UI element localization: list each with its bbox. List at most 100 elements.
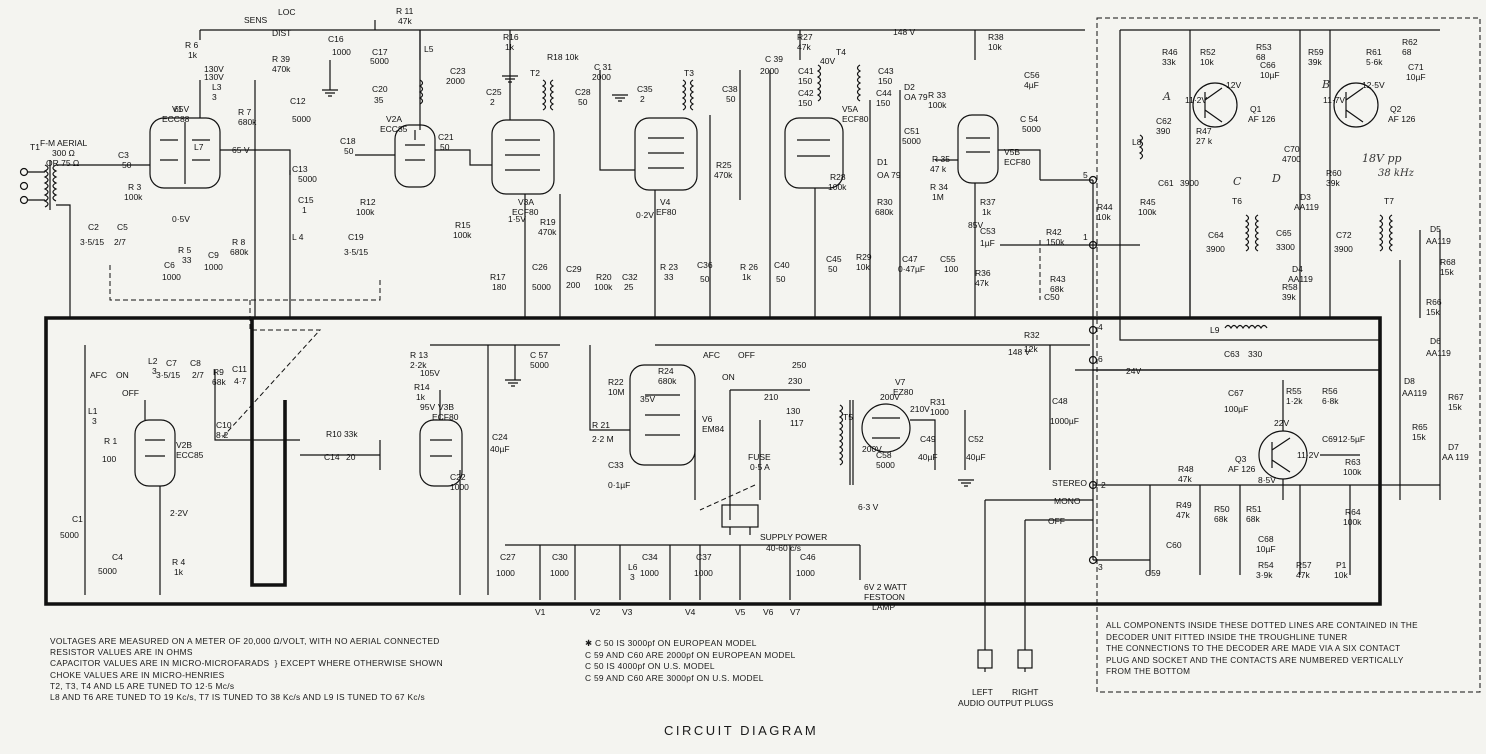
c2-ref: C2 xyxy=(88,222,99,232)
r56-ref: R56 xyxy=(1322,386,1338,396)
hand-d: D xyxy=(1271,172,1281,185)
r38-val: 10k xyxy=(988,42,1002,52)
lamp-label-3: LAMP xyxy=(872,602,895,612)
transistor-q2 xyxy=(1333,82,1379,128)
supply-freq-label: 40-60 c/s xyxy=(766,543,801,553)
r23-ref: R 23 xyxy=(660,262,678,272)
c31-val: 2000 xyxy=(592,72,611,82)
t4-ref: T4 xyxy=(836,47,846,57)
v6-type: EM84 xyxy=(702,424,724,434)
stereo-label: STEREO xyxy=(1052,478,1087,488)
c43-val: 150 xyxy=(878,76,892,86)
c62-ref: C62 xyxy=(1156,116,1172,126)
r48-ref: R48 xyxy=(1178,464,1194,474)
note-line: CHOKE VALUES ARE IN MICRO-HENRIES xyxy=(50,669,225,680)
r17-ref: R17 xyxy=(490,272,506,282)
c9-val: 1000 xyxy=(204,262,223,272)
d5-ref: D5 xyxy=(1430,224,1441,234)
pin-2: 2 xyxy=(1101,480,1106,490)
r35-ref: R 35 xyxy=(932,154,950,164)
heater-v3: V3 xyxy=(622,607,633,617)
r27-val: 47k xyxy=(797,42,811,52)
c38-val: 50 xyxy=(726,94,736,104)
r61-val: 5·6k xyxy=(1366,57,1383,67)
r33-ref: R 33 xyxy=(928,90,946,100)
c27-ref: C27 xyxy=(500,552,516,562)
v4-type: EF80 xyxy=(656,207,677,217)
q1-type: AF 126 xyxy=(1248,114,1276,124)
c65-val: 3300 xyxy=(1276,242,1295,252)
d8-val: AA119 xyxy=(1402,388,1427,398)
mains-plug xyxy=(721,504,759,535)
valve-v5a xyxy=(784,117,844,189)
c38-ref: C38 xyxy=(722,84,738,94)
c33-val: 0·1µF xyxy=(608,480,630,490)
r60-ref: R60 xyxy=(1326,168,1342,178)
r45-ref: R45 xyxy=(1140,197,1156,207)
r58-val: 39k xyxy=(1282,292,1296,302)
tap-230: 230 xyxy=(788,376,802,386)
c24-ref: C24 xyxy=(492,432,508,442)
v7-type: EZ80 xyxy=(893,387,914,397)
r51-ref: R51 xyxy=(1246,504,1262,514)
decoder-note-line: PLUG AND SOCKET AND THE CONTACTS ARE NUM… xyxy=(1106,655,1404,665)
note-line: VOLTAGES ARE MEASURED ON A METER OF 20,0… xyxy=(50,636,440,646)
c45-ref: C45 xyxy=(826,254,842,264)
r8-val: 680k xyxy=(230,247,249,257)
c24-val: 40µF xyxy=(490,444,510,454)
r46-ref: R46 xyxy=(1162,47,1178,57)
note-line: T2, T3, T4 AND L5 ARE TUNED TO 12·5 Mc/s xyxy=(50,680,235,691)
left-plug-label: LEFT xyxy=(972,687,993,697)
c70-val: 4700 xyxy=(1282,154,1301,164)
r18-label: R18 10k xyxy=(547,52,579,62)
r42-ref: R42 xyxy=(1046,227,1062,237)
signal-wiring xyxy=(84,20,1441,650)
v1-ref: V1 xyxy=(172,104,183,114)
v2b-type: ECC85 xyxy=(176,450,204,460)
v6-ref: V6 xyxy=(702,414,713,424)
c65-ref: C65 xyxy=(1276,228,1292,238)
c52-val: 40µF xyxy=(966,452,986,462)
r3-val: 100k xyxy=(124,192,143,202)
c39-ref: C 39 xyxy=(765,54,783,64)
q1-ref: Q1 xyxy=(1250,104,1262,114)
general-notes: VOLTAGES ARE MEASURED ON A METER OF 20,0… xyxy=(50,636,520,703)
c23-ref: C23 xyxy=(450,66,466,76)
r5-ref: R 5 xyxy=(178,245,192,255)
voltage-11-2v: 11·2V xyxy=(1185,95,1207,105)
c5-ref: C5 xyxy=(117,222,128,232)
r36-ref: R36 xyxy=(975,268,991,278)
r52-ref: R52 xyxy=(1200,47,1216,57)
t7-ref: T7 xyxy=(1384,196,1394,206)
lamp-label-2: FESTOON xyxy=(864,592,905,602)
d1-val: OA 79 xyxy=(877,170,901,180)
c40-val: 50 xyxy=(776,274,786,284)
v5b-type: ECF80 xyxy=(1004,157,1031,167)
c48-ref: C48 xyxy=(1052,396,1068,406)
c29-ref: C29 xyxy=(566,264,582,274)
audio-output-plugs xyxy=(977,649,1033,672)
r31-val: 1000 xyxy=(930,407,949,417)
c62-val: 390 xyxy=(1156,126,1170,136)
l8-ref: L8 xyxy=(1132,137,1142,147)
r39-val: 470k xyxy=(272,64,291,74)
pin-3: 3 xyxy=(1098,562,1103,572)
r17-val: 180 xyxy=(492,282,506,292)
c37-val: 1000 xyxy=(694,568,713,578)
l6-val: 3 xyxy=(630,572,635,582)
r11-val: 47k xyxy=(398,16,412,26)
heater-v5: V5 xyxy=(735,607,746,617)
r34-val: 1M xyxy=(932,192,944,202)
v7-ref: V7 xyxy=(895,377,906,387)
voltage-11-2v-b: 11·2V xyxy=(1297,450,1319,460)
c46-val: 1000 xyxy=(796,568,815,578)
c22-ref: C22 xyxy=(450,472,466,482)
tap-250: 250 xyxy=(792,360,806,370)
r9-ref: R9 xyxy=(213,367,224,377)
voltage-12v: 12V xyxy=(1226,80,1241,90)
r15-val: 100k xyxy=(453,230,472,240)
c10-val: 8·2 xyxy=(216,430,229,440)
valve-v2b xyxy=(134,419,176,487)
hand-b: B xyxy=(1321,78,1330,91)
